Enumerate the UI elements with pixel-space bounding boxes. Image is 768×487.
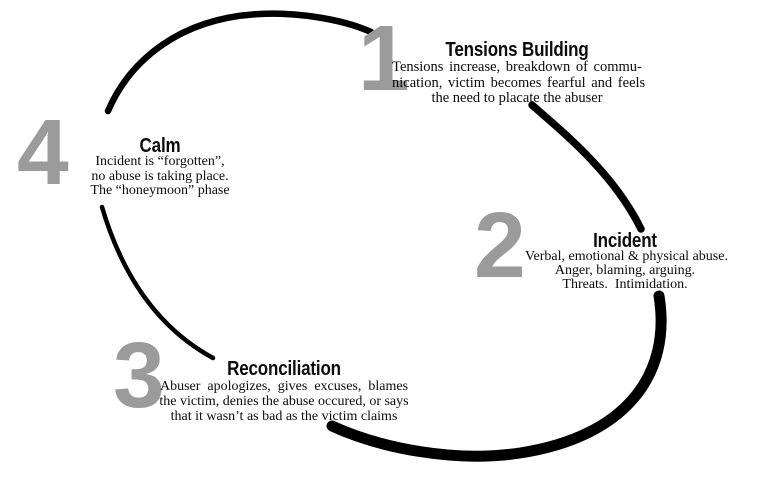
arc-segment-tensions-to-incident xyxy=(528,101,645,233)
stage-description-line: Incident is “forgotten”, xyxy=(95,154,225,169)
stage-number-2: 2 xyxy=(474,193,526,297)
stage-title: Incident xyxy=(593,230,657,252)
stage-tensions-building: Tensions Building Tensions increase, bre… xyxy=(392,39,646,107)
stage-description-line: Abuser apologizes, gives excuses, blames xyxy=(159,379,409,394)
arc-segment-calm-to-tensions xyxy=(104,10,375,115)
stage-description-line: the victim, denies the abuse occured, or… xyxy=(159,394,409,409)
stage-title: Calm xyxy=(139,135,181,157)
stage-description-line: Threats. Intimidation. xyxy=(562,277,688,292)
arc-segment-incident-to-reconciliation xyxy=(326,290,667,462)
stage-number-1: 1 xyxy=(358,6,410,110)
stage-title: Tensions Building xyxy=(445,39,589,61)
arc-segment-reconciliation-to-calm xyxy=(99,204,216,361)
stage-number-3: 3 xyxy=(113,323,165,427)
stage-calm: Calm Incident is “forgotten”, no abuse i… xyxy=(85,135,235,199)
stage-description-line: nication, victim becomes fearful and fee… xyxy=(392,74,646,91)
stage-description-line: Anger, blaming, arguing. xyxy=(554,263,696,278)
stage-incident: Incident Verbal, emotional & physical ab… xyxy=(525,230,728,292)
stage-reconciliation: Reconciliation Abuser apologizes, gives … xyxy=(159,359,409,424)
stage-description-line: no abuse is taking place. xyxy=(91,168,229,184)
stage-description-line: Tensions increase, breakdown of commu- xyxy=(392,59,642,75)
stage-title: Reconciliation xyxy=(227,358,341,380)
stage-description-line: The “honeymoon” phase xyxy=(90,183,230,198)
stage-description-line: that it wasn’t as bad as the victim clai… xyxy=(170,409,398,424)
stage-description-line: the need to placate the abuser xyxy=(431,90,603,106)
stage-number-4: 4 xyxy=(17,100,69,204)
stage-description-line: Verbal, emotional & physical abuse. xyxy=(525,249,728,264)
